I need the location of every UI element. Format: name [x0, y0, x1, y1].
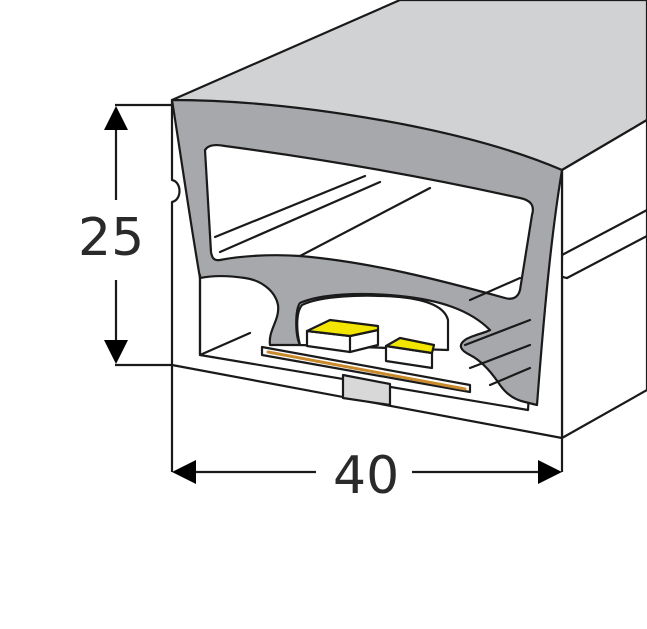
window-lines — [213, 174, 522, 302]
right-groove — [560, 208, 647, 280]
arrow-right-icon — [538, 460, 562, 484]
dimension-height-label: 25 — [78, 208, 145, 268]
led-chip-2-top — [384, 336, 436, 355]
dimension-width-label: 40 — [327, 450, 406, 502]
base-tab — [341, 373, 392, 407]
arrow-down-icon — [104, 340, 128, 364]
arrow-left-icon — [172, 460, 196, 484]
led-chip-1-top — [305, 318, 380, 338]
right-side-face — [560, 118, 647, 440]
arrow-up-icon — [104, 106, 128, 130]
pcb-copper — [266, 350, 467, 391]
lower-chamber-lines — [198, 273, 532, 387]
lens-window — [203, 143, 534, 300]
